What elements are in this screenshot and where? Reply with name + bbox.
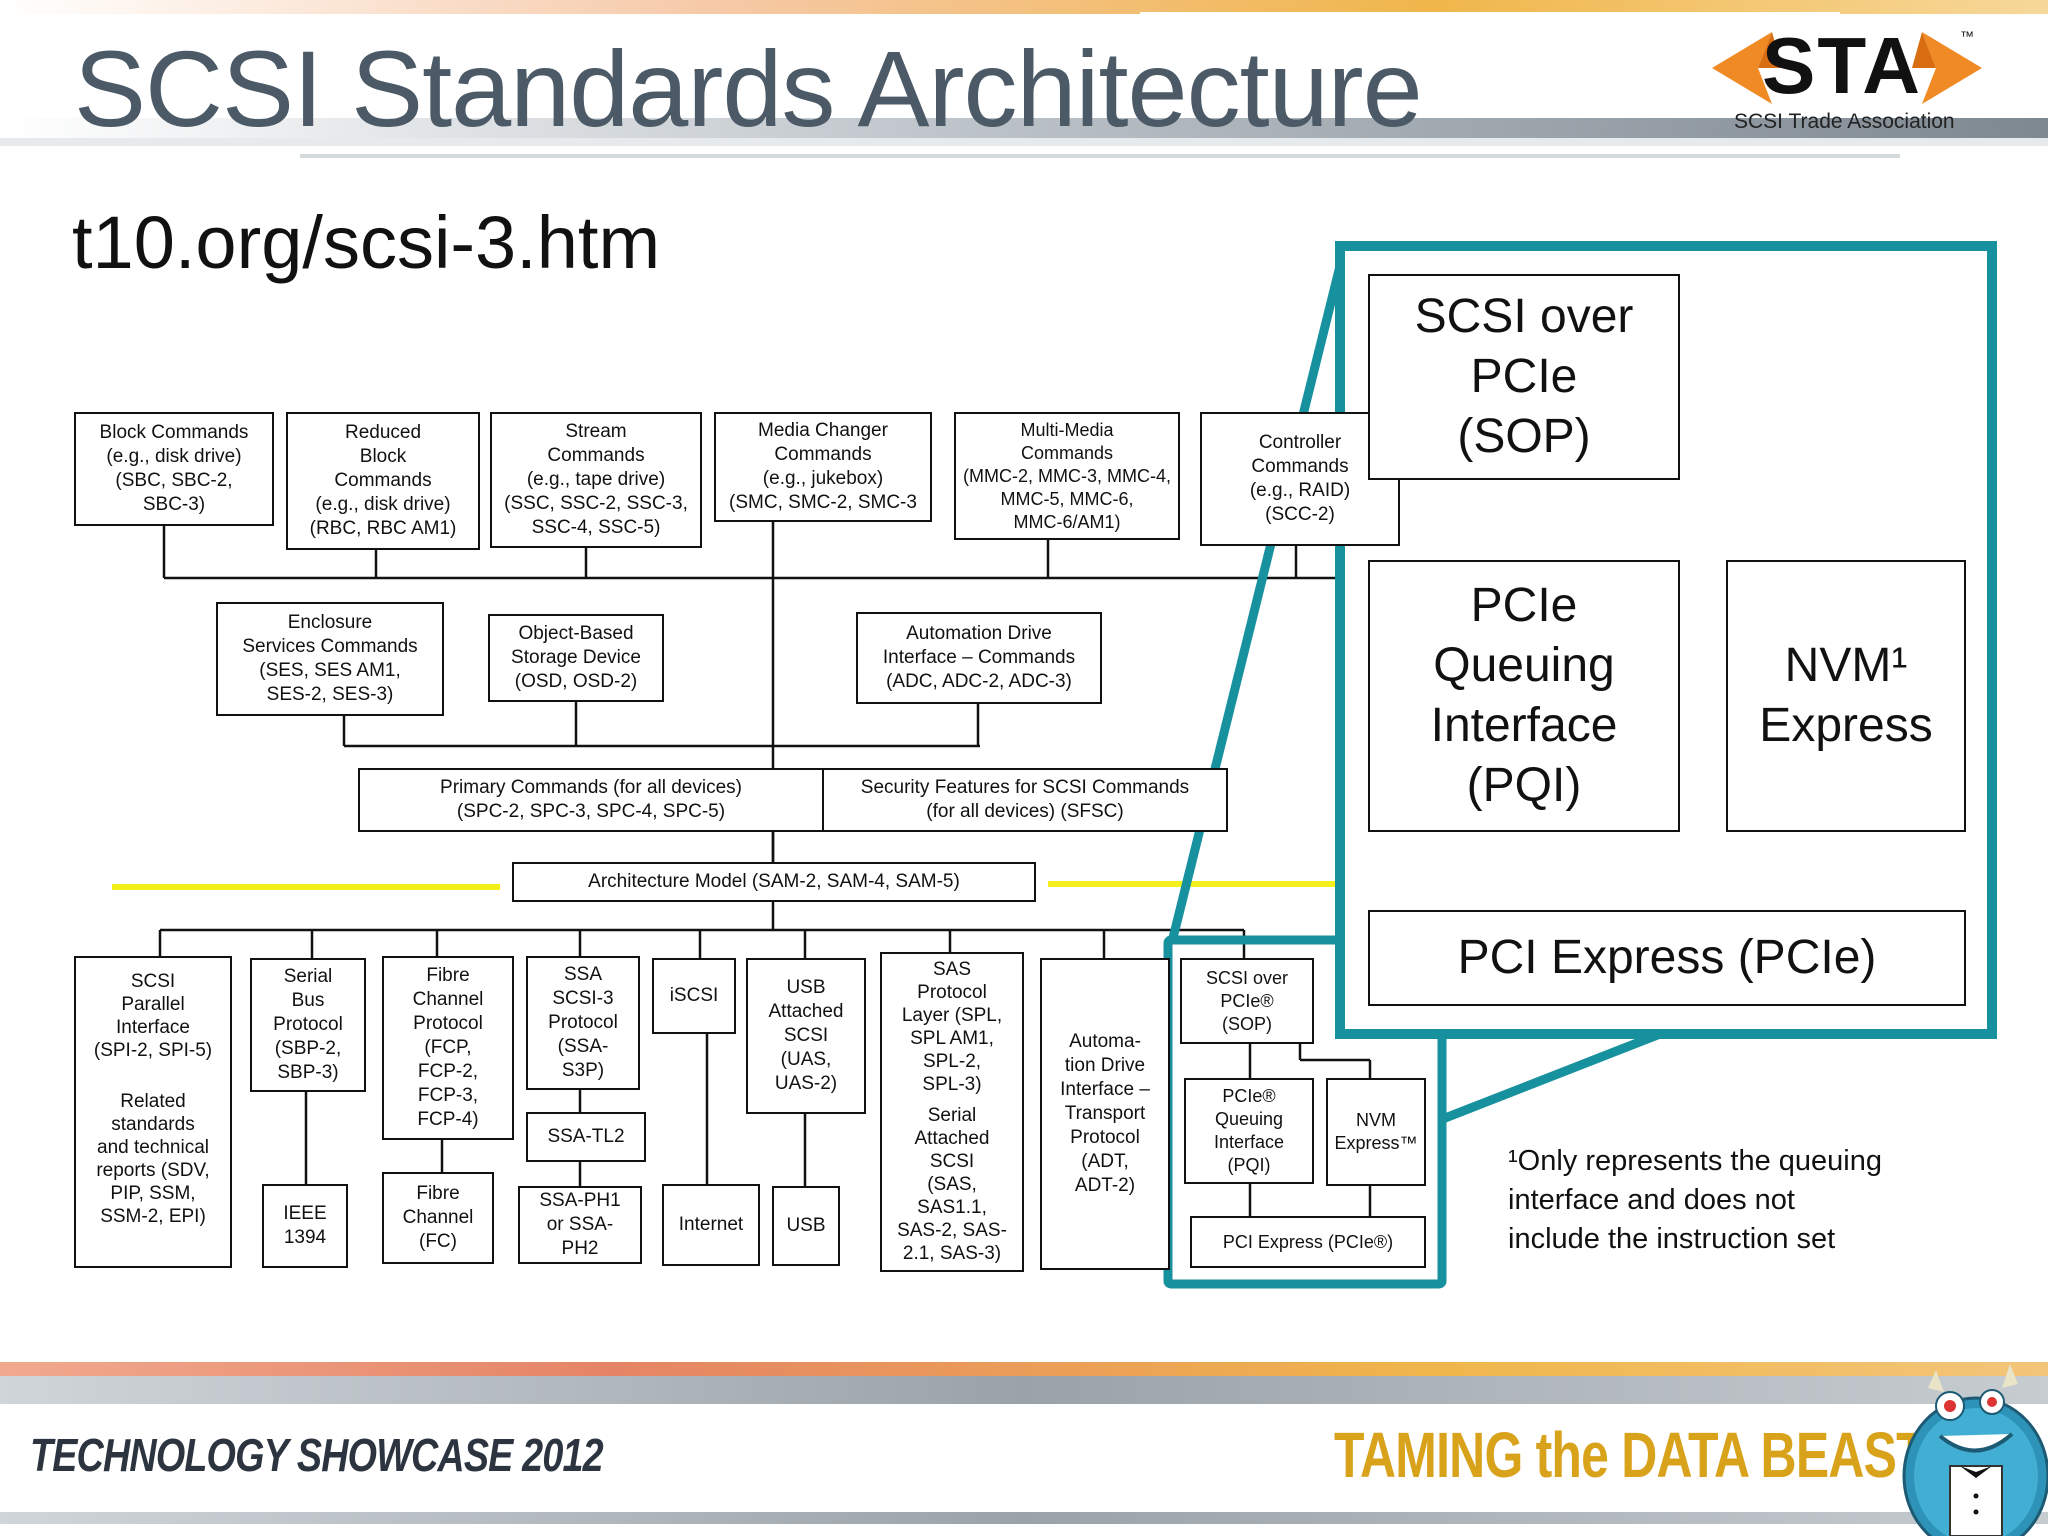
nvm-express-small-box: NVM Express™: [1326, 1078, 1426, 1186]
footer-event-name: TECHNOLOGY SHOWCASE 2012: [30, 1429, 604, 1481]
sas-box: [880, 952, 1024, 1272]
sta-logo-chevrons: [1712, 32, 1982, 104]
header-stripes: [0, 0, 2048, 158]
adt-box: Automa- tion Drive Interface – Transport…: [1040, 958, 1170, 1270]
zoom-sop-box: SCSI over PCIe (SOP): [1368, 274, 1680, 480]
zoom-pqi-box: PCIe Queuing Interface (PQI): [1368, 560, 1680, 832]
architecture-model-box: Architecture Model (SAM-2, SAM-4, SAM-5): [512, 862, 1036, 902]
usb-box: USB: [772, 1186, 840, 1266]
primary-commands-box: Primary Commands (for all devices) (SPC-…: [358, 768, 824, 832]
beast-mascot-icon: [1902, 1364, 2048, 1536]
ssa-tl2-box: SSA-TL2: [526, 1112, 646, 1162]
ssa-s3p-box: SSA SCSI-3 Protocol (SSA- S3P): [526, 956, 640, 1090]
iscsi-box: iSCSI: [652, 958, 736, 1034]
enclosure-services-box: Enclosure Services Commands (SES, SES AM…: [216, 602, 444, 716]
sop-small-box: SCSI over PCIe® (SOP): [1180, 958, 1314, 1044]
slide-title: SCSI Standards Architecture: [74, 28, 1423, 149]
multi-media-commands-box: Multi-Media Commands (MMC-2, MMC-3, MMC-…: [954, 412, 1180, 540]
internet-box: Internet: [662, 1184, 760, 1266]
stream-commands-box: Stream Commands (e.g., tape drive) (SSC,…: [490, 412, 702, 548]
object-based-storage-box: Object-Based Storage Device (OSD, OSD-2): [488, 614, 664, 702]
trademark-mark: ™: [1960, 28, 1974, 44]
fcp-box: Fibre Channel Protocol (FCP, FCP-2, FCP-…: [382, 956, 514, 1140]
footer-slogan: TAMING the DATA BEAST: [1334, 1419, 1927, 1491]
fc-box: Fibre Channel (FC): [382, 1172, 494, 1264]
uas-box: USB Attached SCSI (UAS, UAS-2): [746, 958, 866, 1114]
controller-commands-box: Controller Commands (e.g., RAID) (SCC-2): [1200, 412, 1400, 546]
pqi-small-box: PCIe® Queuing Interface (PQI): [1184, 1078, 1314, 1184]
pcie-small-box: PCI Express (PCIe®): [1190, 1216, 1426, 1268]
subtitle-link[interactable]: t10.org/scsi-3.htm: [72, 201, 661, 284]
ieee-1394-box: IEEE 1394: [262, 1184, 348, 1268]
sas-attached-label: Serial Attached SCSI (SAS, SAS1.1, SAS-2…: [897, 1105, 1007, 1264]
ssa-ph-box: SSA-PH1 or SSA- PH2: [518, 1186, 642, 1264]
media-changer-commands-box: Media Changer Commands (e.g., jukebox) (…: [714, 412, 932, 522]
automation-drive-commands-box: Automation Drive Interface – Commands (A…: [856, 612, 1102, 704]
related-standards-label: Related standards and technical reports …: [96, 1091, 210, 1227]
sbp-box: Serial Bus Protocol (SBP-2, SBP-3): [250, 958, 366, 1092]
footnote: ¹Only represents the queuing interface a…: [1508, 1145, 1882, 1255]
reduced-block-commands-box: Reduced Block Commands (e.g., disk drive…: [286, 412, 480, 550]
sas-protocol-label: SAS Protocol Layer (SPL, SPL AM1, SPL-2,…: [901, 959, 1003, 1095]
spi-label: SCSI Parallel Interface (SPI-2, SPI-5): [93, 971, 213, 1061]
logo-tagline: SCSI Trade Association: [1734, 110, 1955, 133]
spi-box: [74, 956, 232, 1268]
block-commands-box: Block Commands (e.g., disk drive) (SBC, …: [74, 412, 274, 526]
security-features-box: Security Features for SCSI Commands (for…: [822, 768, 1228, 832]
sta-logo-text: STA: [1762, 21, 1923, 110]
zoom-pcie-box: PCI Express (PCIe): [1368, 910, 1966, 1006]
zoom-nvm-express-box: NVM¹ Express: [1726, 560, 1966, 832]
footer-stripes: [0, 1362, 2048, 1524]
